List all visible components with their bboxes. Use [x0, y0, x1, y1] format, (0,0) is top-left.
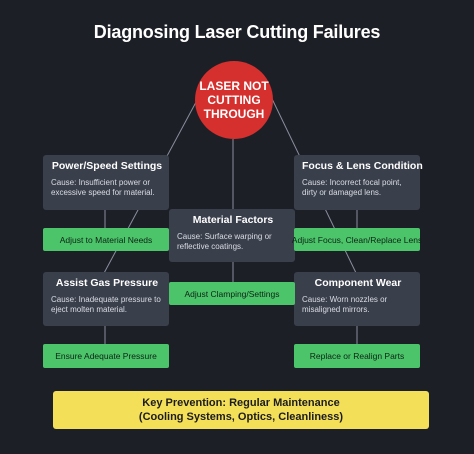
- cause-text: Cause: Insufficient power or excessive s…: [51, 178, 155, 197]
- solution-power-speed: Adjust to Material Needs: [43, 228, 169, 251]
- cause-text: Cause: Worn nozzles or misaligned mirror…: [302, 295, 388, 314]
- cause-title: Component Wear: [314, 277, 402, 289]
- solution-focus-lens: Adjust Focus, Clean/Replace Lens: [292, 228, 422, 251]
- solution-assist-gas: Ensure Adequate Pressure: [43, 344, 169, 368]
- cause-box-material: Material Factors Cause: Surface warping …: [169, 209, 295, 262]
- prevention-line-2: (Cooling Systems, Optics, Cleanliness): [138, 411, 344, 423]
- cause-box-assist-gas: Assist Gas Pressure Cause: Inadequate pr…: [43, 272, 169, 326]
- cause-box-power-speed: Power/Speed Settings Cause: Insufficient…: [43, 155, 169, 210]
- cause-text: Cause: Surface warping or reflective coa…: [177, 232, 272, 251]
- prevention-banner: Key Prevention: Regular Maintenance (Coo…: [53, 391, 429, 429]
- cause-title: Assist Gas Pressure: [55, 277, 159, 289]
- cause-box-focus-lens: Focus & Lens Condition Cause: Incorrect …: [294, 155, 423, 210]
- cause-box-component-wear: Component Wear Cause: Worn nozzles or mi…: [294, 272, 420, 326]
- diagram-title: Diagnosing Laser Cutting Failures: [93, 22, 381, 42]
- prevention-line-1: Key Prevention: Regular Maintenance: [142, 397, 340, 409]
- root-problem-node: LASER NOT CUTTING THROUGH: [195, 61, 273, 139]
- solution-material: Adjust Clamping/Settings: [169, 282, 295, 305]
- cause-title: Focus & Lens Condition: [302, 160, 423, 172]
- cause-title: Material Factors: [192, 214, 274, 226]
- cause-text: Cause: Inadequate pressure to eject molt…: [51, 295, 161, 314]
- cause-title: Power/Speed Settings: [51, 160, 163, 172]
- solution-component-wear: Replace or Realign Parts: [294, 344, 420, 368]
- cause-text: Cause: Incorrect focal point, dirty or d…: [302, 178, 402, 197]
